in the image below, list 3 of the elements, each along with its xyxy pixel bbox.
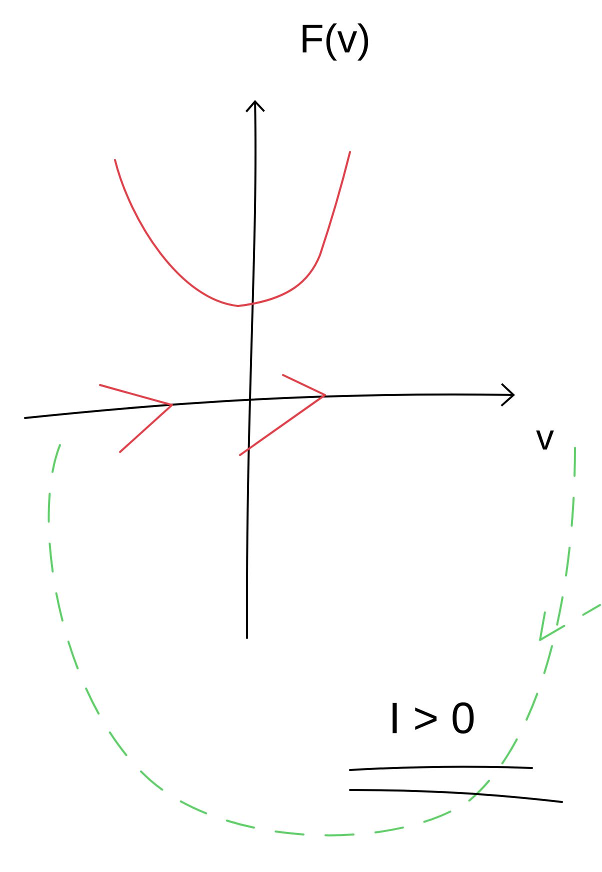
axis-label: v xyxy=(536,430,554,450)
condition-label: I > 0 xyxy=(392,702,474,734)
axis-label: F(v) xyxy=(302,23,368,61)
